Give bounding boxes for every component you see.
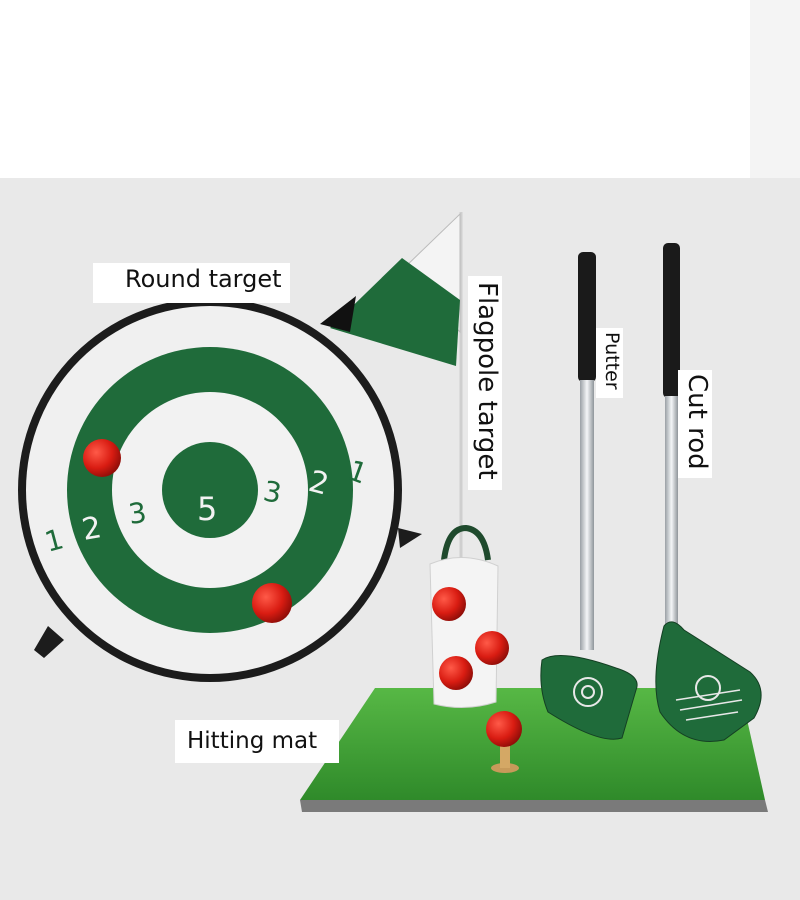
cut-rod-emblem xyxy=(695,675,721,701)
putter-emblem xyxy=(573,677,603,707)
hitting-mat xyxy=(300,688,768,812)
cut-rod-line-2 xyxy=(679,699,743,711)
ring-3-left: 3 xyxy=(126,496,148,531)
flagpole-target xyxy=(320,212,509,708)
target-bottom-tab xyxy=(34,626,64,658)
base-ball-1 xyxy=(432,587,466,621)
cut-rod-line-1 xyxy=(675,689,741,701)
tee-stem xyxy=(500,744,510,768)
cut-rod-shaft xyxy=(665,396,678,628)
flag-dark-edge xyxy=(320,296,356,332)
tee-ball xyxy=(486,711,522,747)
cut-rod-head xyxy=(655,621,762,742)
putter-label: Putter xyxy=(596,328,623,398)
target-ball-1 xyxy=(83,439,121,477)
round-target-label: Round target xyxy=(93,263,290,303)
cut-rod-club xyxy=(655,243,762,742)
cut-rod-line-3 xyxy=(685,711,739,721)
cut-rod-grip xyxy=(663,243,680,398)
mat-base xyxy=(300,800,768,812)
flagpole-target-label: Flagpole target xyxy=(468,276,502,490)
putter-emblem-inner xyxy=(581,685,595,699)
target-center xyxy=(162,442,258,538)
putter-shaft xyxy=(580,380,594,650)
round-target: 1 1 2 2 3 3 5 xyxy=(18,298,422,682)
base-ball-3 xyxy=(439,656,473,690)
target-side-tab xyxy=(398,528,422,548)
hitting-mat-label: Hitting mat xyxy=(175,720,340,763)
putter-club xyxy=(540,252,638,740)
putter-grip xyxy=(578,252,596,382)
base-ball-2 xyxy=(475,631,509,665)
ring-5-center: 5 xyxy=(197,490,217,528)
tee-with-ball xyxy=(486,711,522,773)
ring-3-right: 3 xyxy=(261,474,284,510)
white-header-band xyxy=(0,0,750,178)
header-band-edge xyxy=(750,0,800,178)
cut-rod-label: Cut rod xyxy=(678,370,712,478)
flag-green-panel xyxy=(330,258,460,366)
target-ball-2 xyxy=(252,583,292,623)
base-handle xyxy=(441,524,491,561)
mat-turf xyxy=(300,688,765,800)
